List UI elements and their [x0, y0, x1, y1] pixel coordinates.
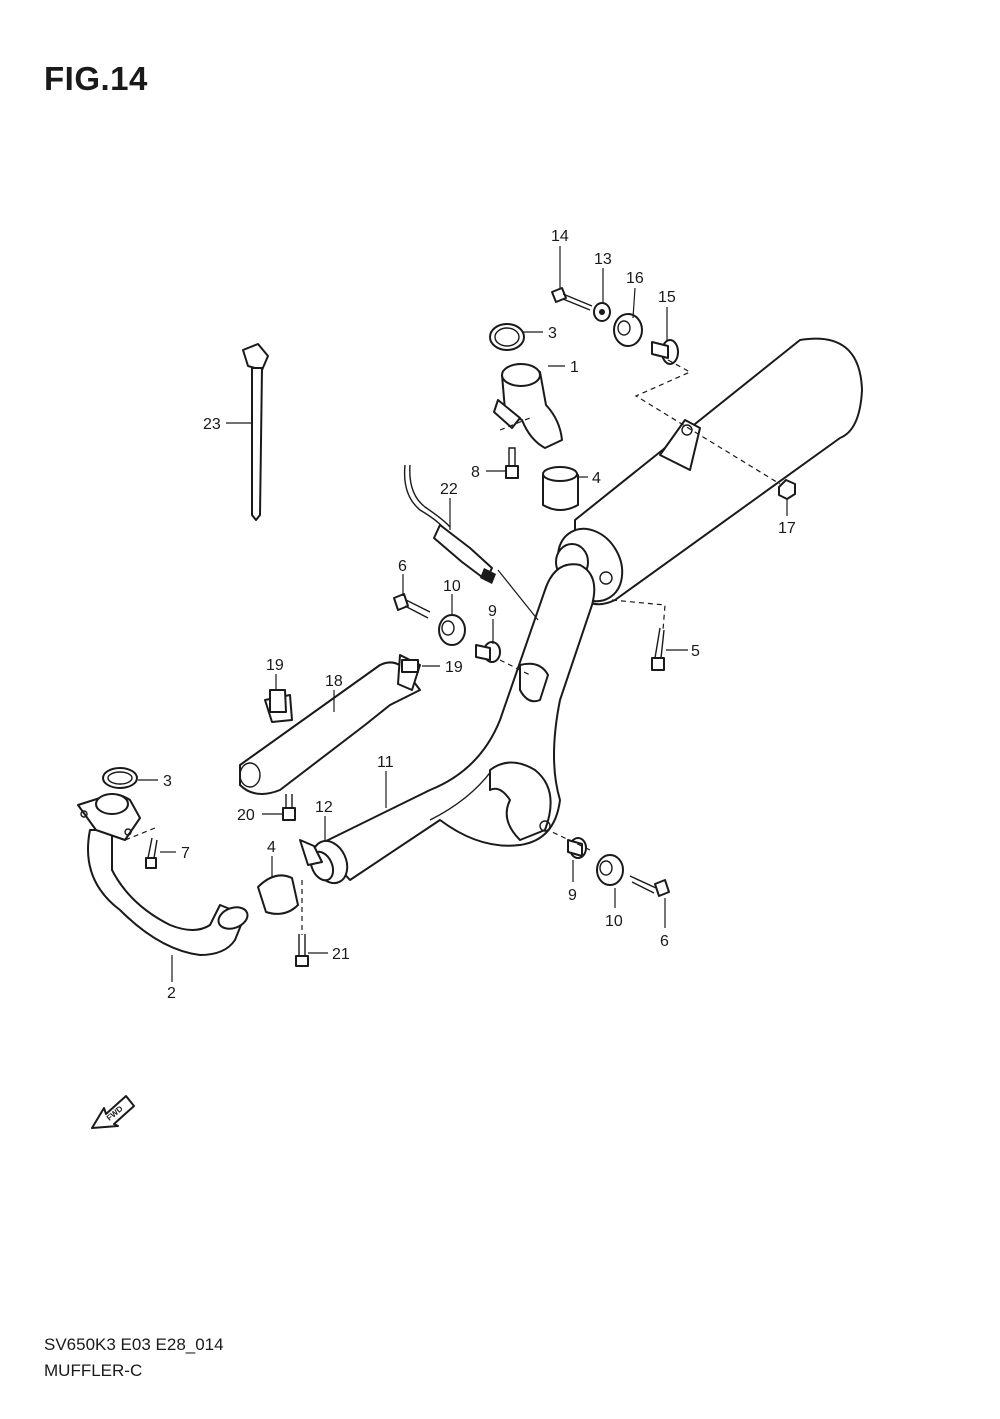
- callout-3-upper: 3: [548, 325, 557, 342]
- callout-11: 11: [377, 754, 394, 771]
- callout-9-lower: 9: [568, 887, 577, 904]
- callout-14: 14: [551, 228, 569, 245]
- cable-tie: [242, 343, 269, 521]
- clamp-19-left: [269, 689, 287, 713]
- clamp-19-right: [401, 659, 419, 673]
- center-pipe: [309, 563, 596, 885]
- callout-4-lower: 4: [267, 839, 276, 856]
- callout-21: 21: [332, 946, 350, 963]
- callout-15: 15: [658, 289, 676, 306]
- grommet-16: [613, 313, 643, 347]
- bolt-6-lower: [629, 875, 670, 897]
- leader-lines: [138, 246, 788, 982]
- callout-19-right: 19: [445, 659, 463, 676]
- bolt-7: [145, 837, 158, 869]
- grommet-10-lower: [596, 854, 624, 886]
- connector-pipe: [493, 363, 563, 449]
- callout-4-upper: 4: [592, 470, 601, 487]
- bolt-6-upper: [393, 593, 431, 619]
- bolt-8: [505, 447, 519, 479]
- callout-7: 7: [181, 845, 190, 862]
- figure-name: MUFFLER-C: [44, 1361, 143, 1380]
- collar-9-upper: [475, 641, 501, 663]
- callout-8: 8: [471, 464, 480, 481]
- callout-1: 1: [570, 359, 579, 376]
- bolt-21: [295, 934, 309, 967]
- clamp-12: [299, 839, 323, 866]
- callout-6-lower: 6: [660, 933, 669, 950]
- figure-code: SV650K3 E03 E28_014: [44, 1335, 224, 1354]
- exhaust-pipe: [77, 793, 249, 956]
- callout-3-lower: 3: [163, 773, 172, 790]
- bolt-5: [651, 627, 665, 671]
- sleeve-lower: [257, 874, 299, 915]
- callout-2: 2: [167, 985, 176, 1002]
- callout-19-left: 19: [266, 657, 284, 674]
- bolt-14: [551, 287, 593, 311]
- nut-17: [778, 479, 796, 500]
- o2-sensor: [403, 464, 496, 584]
- grommet-10-upper: [438, 614, 466, 646]
- forward-arrow-icon: FWD: [91, 1095, 135, 1129]
- callout-6-upper: 6: [398, 558, 407, 575]
- callout-12: 12: [315, 799, 333, 816]
- bolt-20: [282, 794, 296, 821]
- callout-23: 23: [203, 416, 221, 433]
- callout-18: 18: [325, 673, 343, 690]
- callout-16: 16: [626, 270, 644, 287]
- callout-9-upper: 9: [488, 603, 497, 620]
- callout-20: 20: [237, 807, 255, 824]
- callout-17: 17: [778, 520, 796, 537]
- collar-15: [651, 339, 679, 365]
- callout-10-upper: 10: [443, 578, 461, 595]
- figure-title: FIG.14: [44, 60, 148, 97]
- callout-5: 5: [691, 643, 700, 660]
- callout-10-lower: 10: [605, 913, 623, 930]
- callout-13: 13: [594, 251, 612, 268]
- callout-22: 22: [440, 481, 458, 498]
